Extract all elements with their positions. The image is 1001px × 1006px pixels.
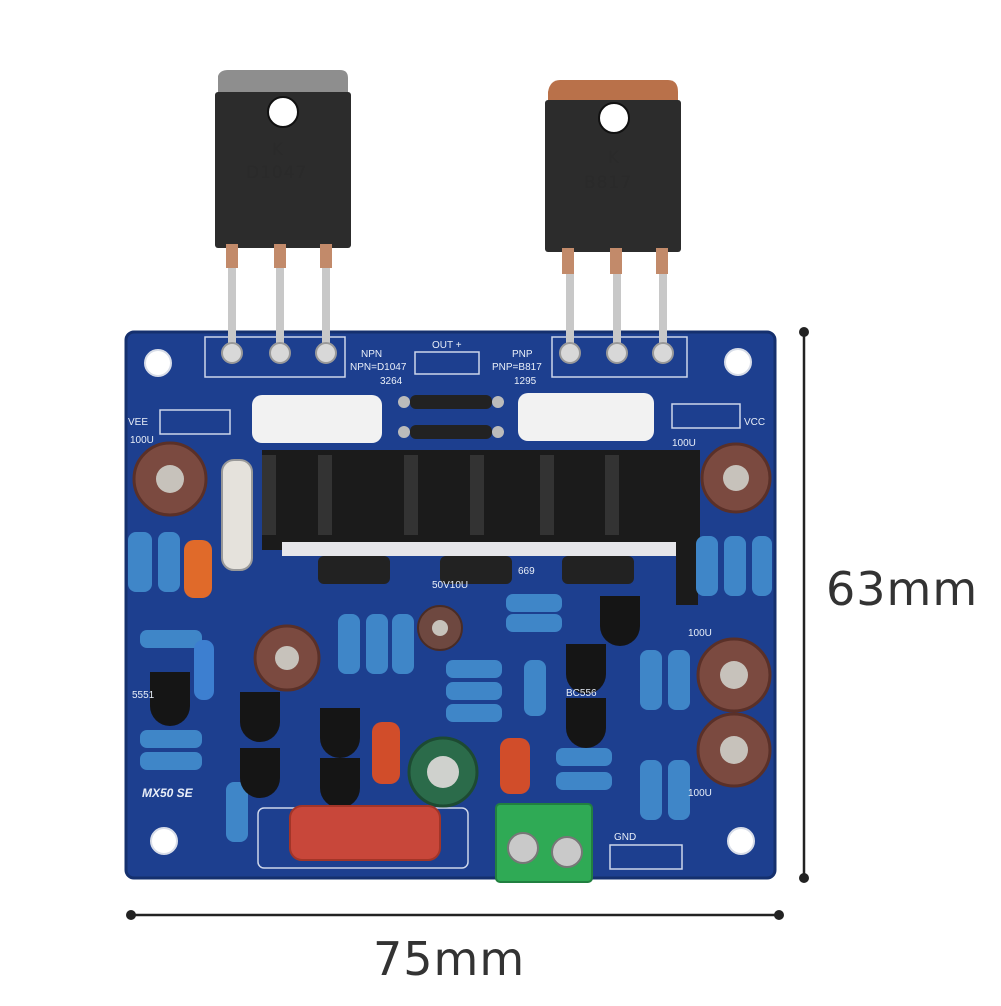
film-capacitor <box>289 805 441 861</box>
left-transistor-brand: K <box>272 140 284 160</box>
electrolytic-capacitor-green <box>407 736 479 808</box>
silk-npn-label: NPN <box>361 349 382 360</box>
silk-out-label: OUT + <box>432 340 462 351</box>
silk-npn-part: NPN=D1047 <box>350 362 407 373</box>
right-transistor-part: B817 <box>584 173 632 193</box>
electrolytic-capacitor <box>417 605 463 651</box>
silk-100u-right: 100U <box>672 438 696 449</box>
transistor-legs <box>228 261 667 354</box>
silk-100u-left: 100U <box>130 435 154 446</box>
right-transistor-brand: K <box>608 148 620 168</box>
small-transistor-group <box>150 596 640 808</box>
silk-vcc-label: VCC <box>744 417 765 428</box>
board-model-label: MX50 SE <box>142 786 194 800</box>
width-label: 75mm <box>373 932 526 986</box>
silk-5551: 5551 <box>132 690 155 701</box>
tantalum-capacitor <box>372 722 400 784</box>
heatsink <box>262 450 700 605</box>
electrolytic-capacitor <box>253 624 321 692</box>
height-label: 63mm <box>826 562 979 616</box>
height-dimension-line <box>799 327 809 883</box>
mounting-hole <box>150 827 178 855</box>
mounting-hole <box>144 349 172 377</box>
electrolytic-capacitor <box>696 637 772 713</box>
electrolytic-capacitor <box>132 441 208 517</box>
power-resistor <box>221 459 253 571</box>
diode-pair <box>398 395 504 439</box>
blue-capacitor <box>194 640 214 700</box>
solder-pads <box>221 342 674 364</box>
silk-50v10u: 50V10U <box>432 580 468 591</box>
silk-vee-label: VEE <box>128 417 148 428</box>
silk-1295: 1295 <box>514 376 537 387</box>
silk-3264: 3264 <box>380 376 403 387</box>
width-dimension-line <box>126 910 784 920</box>
electrolytic-capacitor <box>696 712 772 788</box>
mounting-hole <box>727 827 755 855</box>
silk-pnp-part: PNP=B817 <box>492 362 542 373</box>
silk-gnd-label: GND <box>614 832 636 843</box>
resistor-group <box>128 532 772 842</box>
silk-100u-bottom: 100U <box>688 788 712 799</box>
silk-100u-mid: 100U <box>688 628 712 639</box>
tantalum-capacitor <box>500 738 530 794</box>
power-transistor-npn <box>215 70 351 268</box>
thermal-pad <box>518 393 654 441</box>
screw-terminal <box>495 803 593 883</box>
tantalum-capacitor <box>184 540 212 598</box>
mounting-hole <box>724 348 752 376</box>
power-transistor-pnp <box>545 80 681 274</box>
silk-pnp-label: PNP <box>512 349 533 360</box>
left-transistor-part: D1047 <box>246 163 307 183</box>
silk-bc556: BC556 <box>566 688 597 699</box>
electrolytic-capacitor <box>700 442 772 514</box>
silk-669: 669 <box>518 566 535 577</box>
thermal-pad <box>252 395 382 443</box>
